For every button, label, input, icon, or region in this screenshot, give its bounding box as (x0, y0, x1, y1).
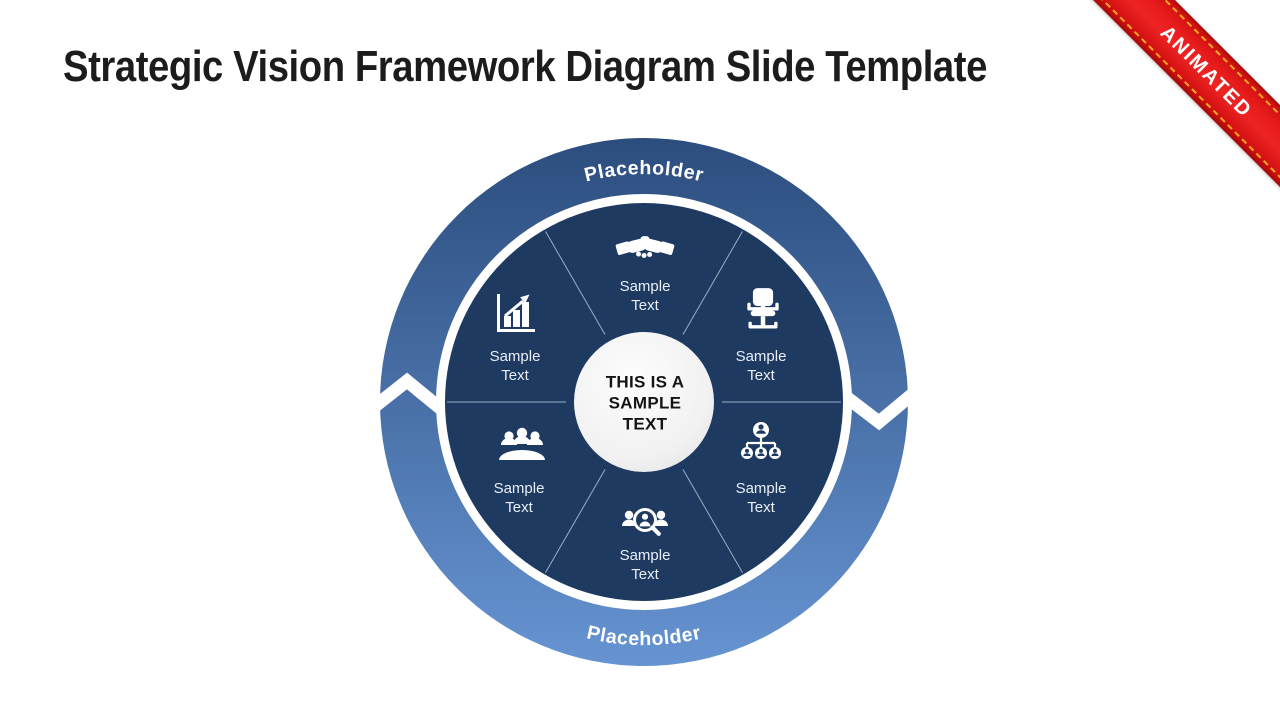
office-chair-icon (747, 288, 779, 329)
animated-ribbon: ANIMATED (1079, 0, 1280, 199)
slide-title: Strategic Vision Framework Diagram Slide… (63, 42, 987, 91)
cycle-chevron-left (355, 372, 462, 428)
meeting-group-icon (499, 427, 545, 460)
segment-label-top: Sample Text (619, 278, 671, 314)
cycle-chevron-right (824, 377, 932, 431)
strategic-vision-diagram: Placeholder Placeholder (355, 132, 932, 672)
segment-label-top-right: Sample Text (735, 348, 787, 384)
segment-label-bottom-left: Sample Text (493, 480, 545, 516)
ribbon-label: ANIMATED (1156, 21, 1257, 122)
diagram-canvas: Placeholder Placeholder (355, 138, 932, 666)
center-text: THIS IS A SAMPLE TEXT (605, 372, 685, 434)
growth-chart-icon (497, 294, 535, 332)
handshake-icon (615, 236, 675, 258)
segment-label-bottom-right: Sample Text (735, 480, 787, 516)
segment-dividers (447, 231, 841, 573)
center-circle (574, 332, 714, 472)
segment-label-bottom: Sample Text (619, 547, 671, 583)
segment-label-top-left: Sample Text (489, 348, 541, 384)
people-search-icon (622, 508, 668, 536)
org-chart-icon (741, 422, 781, 459)
